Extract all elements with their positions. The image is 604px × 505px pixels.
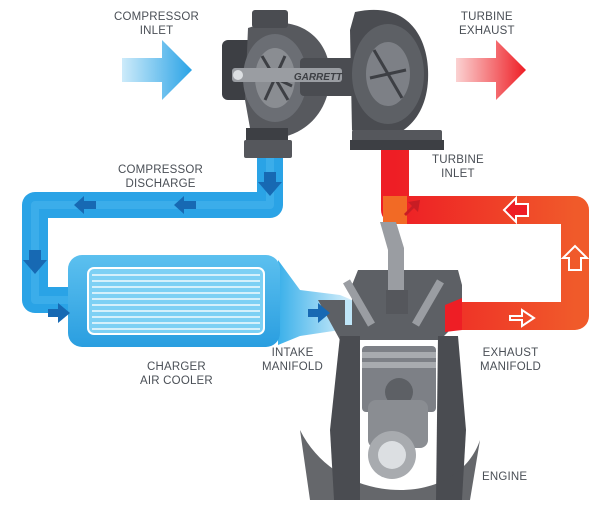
label-exhaust-manifold: EXHAUST MANIFOLD	[480, 346, 541, 374]
flow-arrow-icon	[23, 250, 47, 274]
flow-arrow-icon	[308, 303, 330, 323]
flow-arrow-icon	[560, 244, 590, 271]
label-line: MANIFOLD	[480, 361, 542, 373]
charger-air-cooler	[68, 255, 280, 347]
label-line: CHARGER	[147, 361, 206, 373]
label-line: DISCHARGE	[125, 178, 196, 190]
label-charger-air-cooler: CHARGER AIR COOLER	[140, 360, 213, 388]
label-line: EXHAUST	[482, 347, 539, 359]
flow-arrow-icon	[502, 195, 529, 225]
inlet-arrow-icon	[122, 40, 192, 100]
label-line: INTAKE	[271, 347, 314, 359]
label-line: TURBINE	[432, 154, 484, 166]
label-line: EXHAUST	[459, 25, 515, 37]
label-turbine-inlet: TURBINE INLET	[432, 153, 484, 181]
label-engine: ENGINE	[482, 470, 527, 484]
intake-port	[345, 300, 352, 325]
exhaust-arrow-icon	[456, 40, 526, 100]
flow-arrow-icon	[509, 308, 536, 328]
label-compressor-inlet: COMPRESSOR INLET	[114, 10, 199, 38]
cold-flow-arrows	[23, 172, 330, 323]
label-intake-manifold: INTAKE MANIFOLD	[262, 346, 323, 374]
label-turbine-exhaust: TURBINE EXHAUST	[459, 10, 515, 38]
flow-arrow-icon	[174, 196, 196, 214]
flow-arrow-icon	[258, 172, 282, 196]
turbocharger: GARRETT	[222, 9, 444, 158]
label-line: INLET	[441, 168, 475, 180]
flow-arrow-icon	[48, 303, 70, 323]
hot-flow-arrows	[502, 195, 590, 328]
label-line: AIR COOLER	[140, 375, 213, 387]
label-line: COMPRESSOR	[114, 11, 200, 23]
label-line: COMPRESSOR	[118, 164, 204, 176]
flow-arrow-icon	[404, 200, 420, 216]
label-line: ENGINE	[482, 471, 528, 483]
engine	[300, 222, 480, 500]
logo-wordmark: GARRETT	[294, 72, 343, 83]
label-compressor-discharge: COMPRESSOR DISCHARGE	[118, 163, 203, 191]
exhaust-port	[445, 298, 462, 332]
label-line: INLET	[139, 25, 174, 37]
flow-arrow-icon	[74, 196, 96, 214]
label-line: TURBINE	[460, 11, 513, 23]
label-line: MANIFOLD	[262, 361, 324, 373]
